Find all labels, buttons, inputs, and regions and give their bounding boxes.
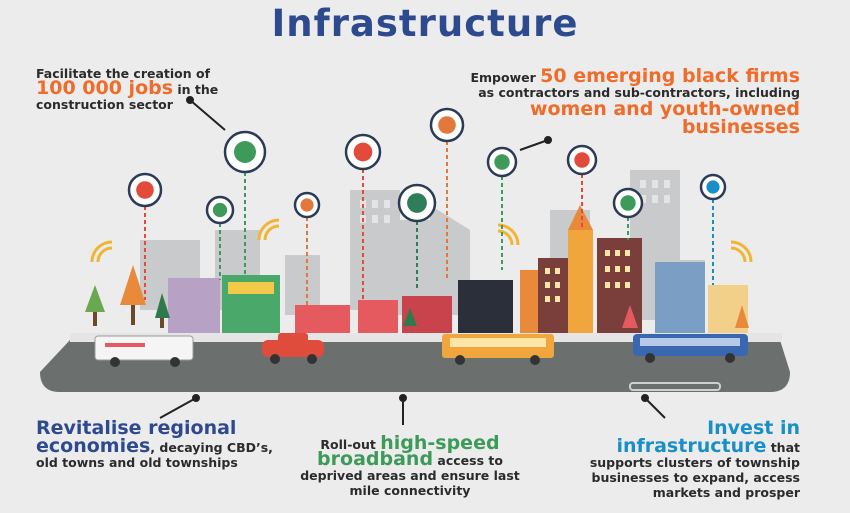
monitor-icon-glyph	[353, 142, 373, 162]
sidewalk	[70, 333, 782, 342]
note-firms-pre: Empower	[470, 70, 541, 85]
note-broadband-post: access to deprived areas and ensure last…	[300, 453, 520, 498]
pins	[127, 107, 727, 305]
map-icon-glyph	[494, 154, 510, 170]
page-title: Infrastructure	[271, 2, 579, 45]
note-broadband-pre: Roll-out	[320, 437, 381, 452]
lock-icon-glyph	[407, 193, 427, 213]
tools-icon-glyph	[136, 181, 154, 199]
foreground-windows	[545, 250, 630, 302]
note-jobs-pre: Facilitate the creation of	[36, 66, 211, 81]
note-regional: Revitalise regional economies, decaying …	[36, 417, 286, 471]
note-jobs: Facilitate the creation of 100 000 jobs …	[36, 66, 266, 112]
wifi-signals	[90, 218, 753, 263]
red-car	[262, 333, 324, 364]
note-invest-highlight: Invest in infrastructure	[616, 417, 800, 457]
note-firms-highlight1: 50 emerging black firms	[540, 65, 800, 87]
recycle-person-icon-glyph	[212, 202, 228, 218]
leader-lines	[159, 96, 666, 425]
note-firms-highlight2: women and youth-owned businesses	[529, 98, 800, 138]
refresh-icon-glyph	[706, 180, 720, 194]
key-icon-glyph	[574, 152, 590, 168]
road-platform	[40, 340, 790, 392]
note-invest: Invest in infrastructure that supports c…	[560, 417, 800, 501]
tablet-button	[629, 382, 721, 391]
note-firms: Empower 50 emerging black firms as contr…	[470, 65, 800, 138]
note-regional-post: , decaying CBD’s, old towns and old town…	[36, 440, 273, 470]
ambulance	[94, 335, 194, 367]
note-firms-mid: as contractors and sub-contractors, incl…	[478, 85, 800, 100]
orange-bus	[442, 334, 554, 365]
message-icon-glyph	[620, 195, 636, 211]
chat-icon-glyph	[438, 116, 456, 134]
gears-icon-glyph	[234, 141, 256, 163]
note-broadband-highlight: high-speed broadband	[317, 432, 500, 470]
note-broadband: Roll-out high-speed broadband access to …	[300, 434, 520, 499]
shield-icon-glyph	[300, 198, 314, 212]
blue-bus	[633, 334, 748, 363]
note-jobs-highlight: 100 000 jobs	[36, 77, 174, 99]
trees	[85, 265, 749, 328]
note-jobs-post: in the construction sector	[36, 82, 219, 112]
note-regional-highlight: Revitalise regional economies	[36, 417, 237, 457]
note-invest-post: that supports clusters of township busin…	[589, 440, 800, 500]
